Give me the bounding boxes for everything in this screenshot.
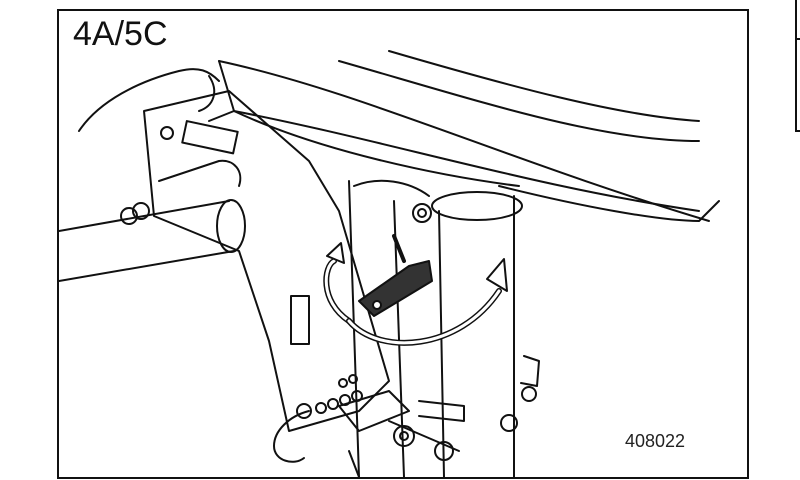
rotation-arrow bbox=[323, 242, 508, 346]
figure-number: 408022 bbox=[625, 431, 686, 451]
mechanical-illustration bbox=[59, 50, 720, 477]
seat-plate bbox=[208, 50, 720, 222]
section-label: 4A/5C bbox=[69, 15, 172, 54]
clamp-hardware bbox=[338, 390, 465, 477]
illustration-frame: 4A/5C bbox=[57, 9, 749, 479]
vertical-post bbox=[348, 179, 540, 477]
adjacent-box bbox=[795, 0, 800, 132]
horizontal-tube bbox=[59, 159, 246, 282]
hook bbox=[273, 410, 310, 463]
lever-clip bbox=[358, 234, 433, 317]
